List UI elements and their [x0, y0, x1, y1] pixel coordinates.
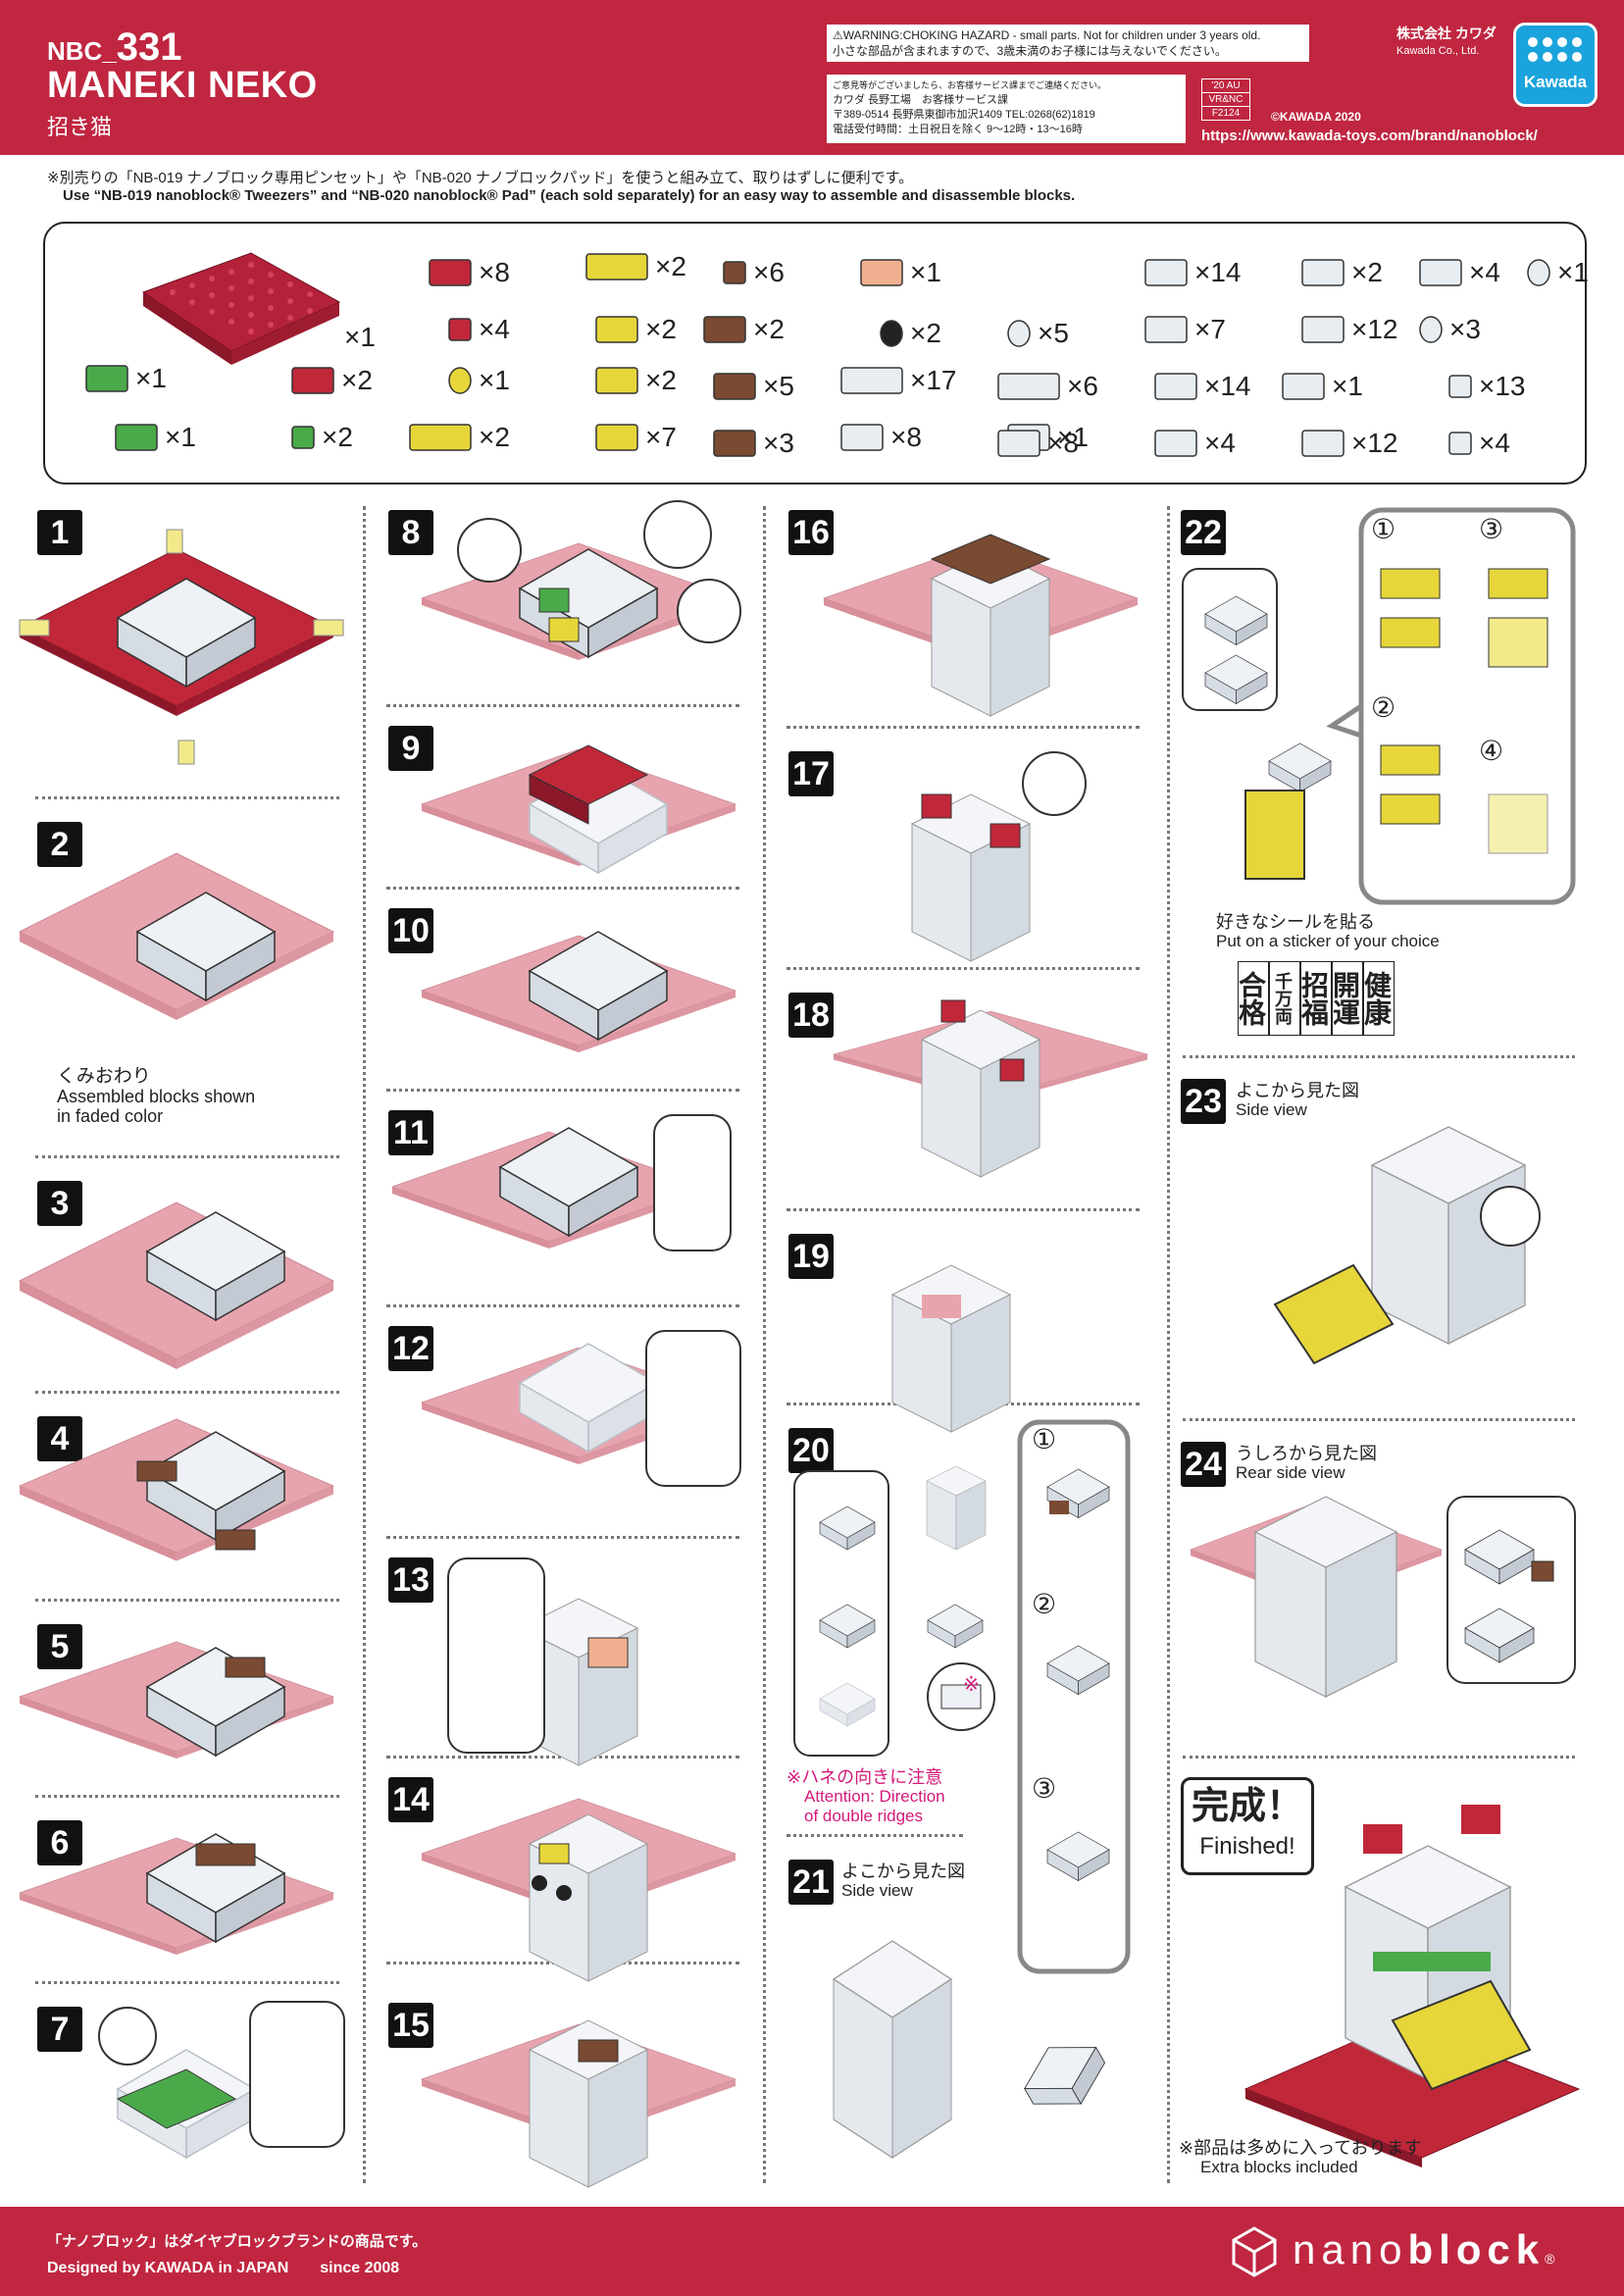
substep-20-2: ②: [1032, 1595, 1056, 1614]
direction-note: ※ハネの向きに注意 Attention: Direction of double…: [787, 1767, 945, 1826]
step-8-detail-circle-c: [677, 579, 741, 643]
substep-22-3: ③: [1479, 520, 1503, 539]
step-24-rear-view: うしろから見た図 Rear side view: [1236, 1444, 1377, 1483]
substep-20-3: ③: [1032, 1779, 1056, 1799]
step-13-callout: [447, 1557, 545, 1754]
footer: 「ナノブロック」はダイヤブロックブランドの商品です。 Designed by K…: [0, 2207, 1624, 2296]
step-8-detail-circle-a: [457, 518, 522, 583]
sticker-label: 好きなシールを貼る Put on a sticker of your choic…: [1216, 912, 1440, 951]
sticker-options: 合格 千万両 招福 開運 健康: [1238, 961, 1395, 1036]
step-21-side-view: よこから見た図 Side view: [841, 1862, 965, 1901]
step-11-callout: [653, 1114, 732, 1251]
finished-badge: 完成！ Finished!: [1181, 1777, 1314, 1875]
step-23-side-view: よこから見た図 Side view: [1236, 1081, 1359, 1120]
step-7-detail-circle: [98, 2007, 157, 2066]
step-7-callout: [249, 2001, 345, 2148]
substep-22-4: ④: [1479, 741, 1503, 761]
step-8-detail-circle-b: [643, 500, 712, 569]
substep-22-1: ①: [1371, 520, 1396, 539]
nanoblock-wordmark: nanoblock®: [1293, 2226, 1554, 2273]
substep-22-2: ②: [1371, 698, 1396, 718]
sticker-kenko[interactable]: 健康: [1363, 961, 1395, 1036]
substep-20-1: ①: [1032, 1430, 1056, 1450]
step-12-callout: [645, 1330, 741, 1487]
faded-label: くみおわり Assembled blocks shown in faded co…: [57, 1067, 255, 1126]
extra-blocks-note: ※部品は多めに入っております Extra blocks included: [1179, 2138, 1422, 2177]
direction-mark: ※: [963, 1675, 980, 1695]
nanoblock-logo-icon: [1232, 2226, 1277, 2277]
sticker-gokaku[interactable]: 合格: [1238, 961, 1269, 1036]
step-17-detail-circle: [1022, 751, 1087, 816]
